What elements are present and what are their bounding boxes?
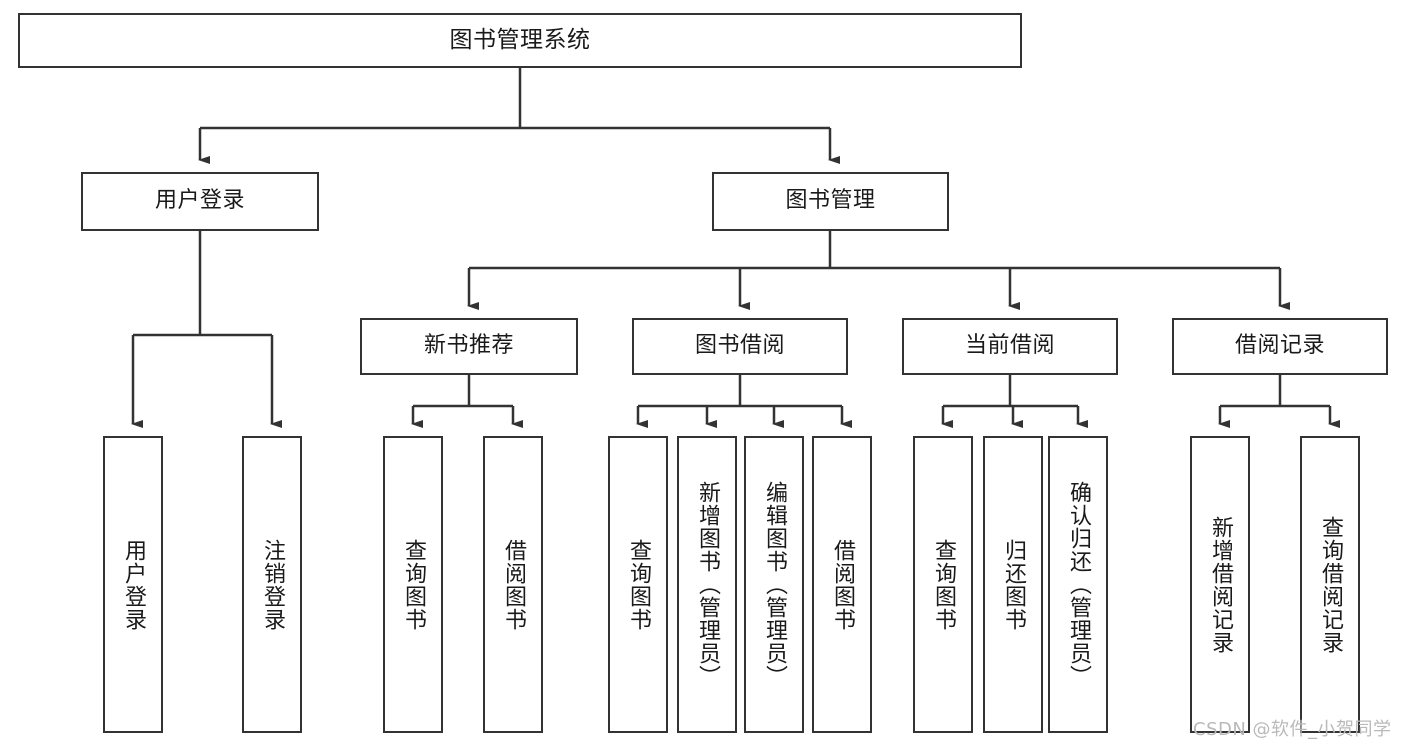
node-label: 借阅记录: [1234, 333, 1325, 359]
node-label: 编辑图书（管理员）: [761, 481, 787, 688]
leaf-query-book-current[interactable]: 查询图书: [913, 436, 973, 733]
node-label: 查询图书: [625, 538, 651, 631]
leaf-borrow-book-recommend[interactable]: 借阅图书: [483, 436, 543, 733]
node-label: 新增图书（管理员）: [694, 481, 720, 688]
leaf-confirm-return-admin[interactable]: 确认归还（管理员）: [1048, 436, 1108, 733]
leaf-add-borrow-record[interactable]: 新增借阅记录: [1190, 436, 1250, 733]
csdn-watermark: CSDN @软件_小贺同学: [1193, 719, 1392, 740]
node-label: 归还图书: [1000, 538, 1026, 631]
node-label: 注销登录: [259, 538, 285, 631]
leaf-return-book[interactable]: 归还图书: [983, 436, 1043, 733]
leaf-add-book-admin[interactable]: 新增图书（管理员）: [677, 436, 737, 733]
node-label: 当前借阅: [964, 333, 1055, 359]
leaf-query-borrow-record[interactable]: 查询借阅记录: [1300, 436, 1360, 733]
leaf-query-book-borrow[interactable]: 查询图书: [608, 436, 668, 733]
leaf-edit-book-admin[interactable]: 编辑图书（管理员）: [744, 436, 804, 733]
node-user-login[interactable]: 用户登录: [81, 172, 319, 231]
node-label: 新增借阅记录: [1207, 515, 1233, 654]
node-root-system[interactable]: 图书管理系统: [18, 13, 1022, 68]
leaf-query-book-recommend[interactable]: 查询图书: [383, 436, 443, 733]
node-book-management[interactable]: 图书管理: [712, 172, 949, 231]
node-label: 查询图书: [400, 538, 426, 631]
leaf-user-login[interactable]: 用户登录: [103, 436, 163, 733]
node-label: 查询图书: [930, 538, 956, 631]
node-label: 用户登录: [154, 188, 245, 214]
node-label: 图书管理系统: [449, 26, 591, 53]
leaf-logout[interactable]: 注销登录: [242, 436, 302, 733]
node-label: 借阅图书: [829, 538, 855, 631]
node-new-book-recommend[interactable]: 新书推荐: [360, 318, 578, 375]
node-label: 确认归还（管理员）: [1065, 481, 1091, 688]
node-label: 用户登录: [120, 538, 146, 631]
leaf-borrow-book[interactable]: 借阅图书: [812, 436, 872, 733]
node-borrow-record[interactable]: 借阅记录: [1172, 318, 1388, 375]
node-book-borrow[interactable]: 图书借阅: [632, 318, 848, 375]
node-label: 借阅图书: [500, 538, 526, 631]
node-current-borrow[interactable]: 当前借阅: [902, 318, 1118, 375]
node-label: 图书管理: [785, 188, 876, 214]
node-label: 查询借阅记录: [1317, 515, 1343, 654]
node-label: 新书推荐: [423, 333, 514, 359]
node-label: 图书借阅: [694, 333, 785, 359]
